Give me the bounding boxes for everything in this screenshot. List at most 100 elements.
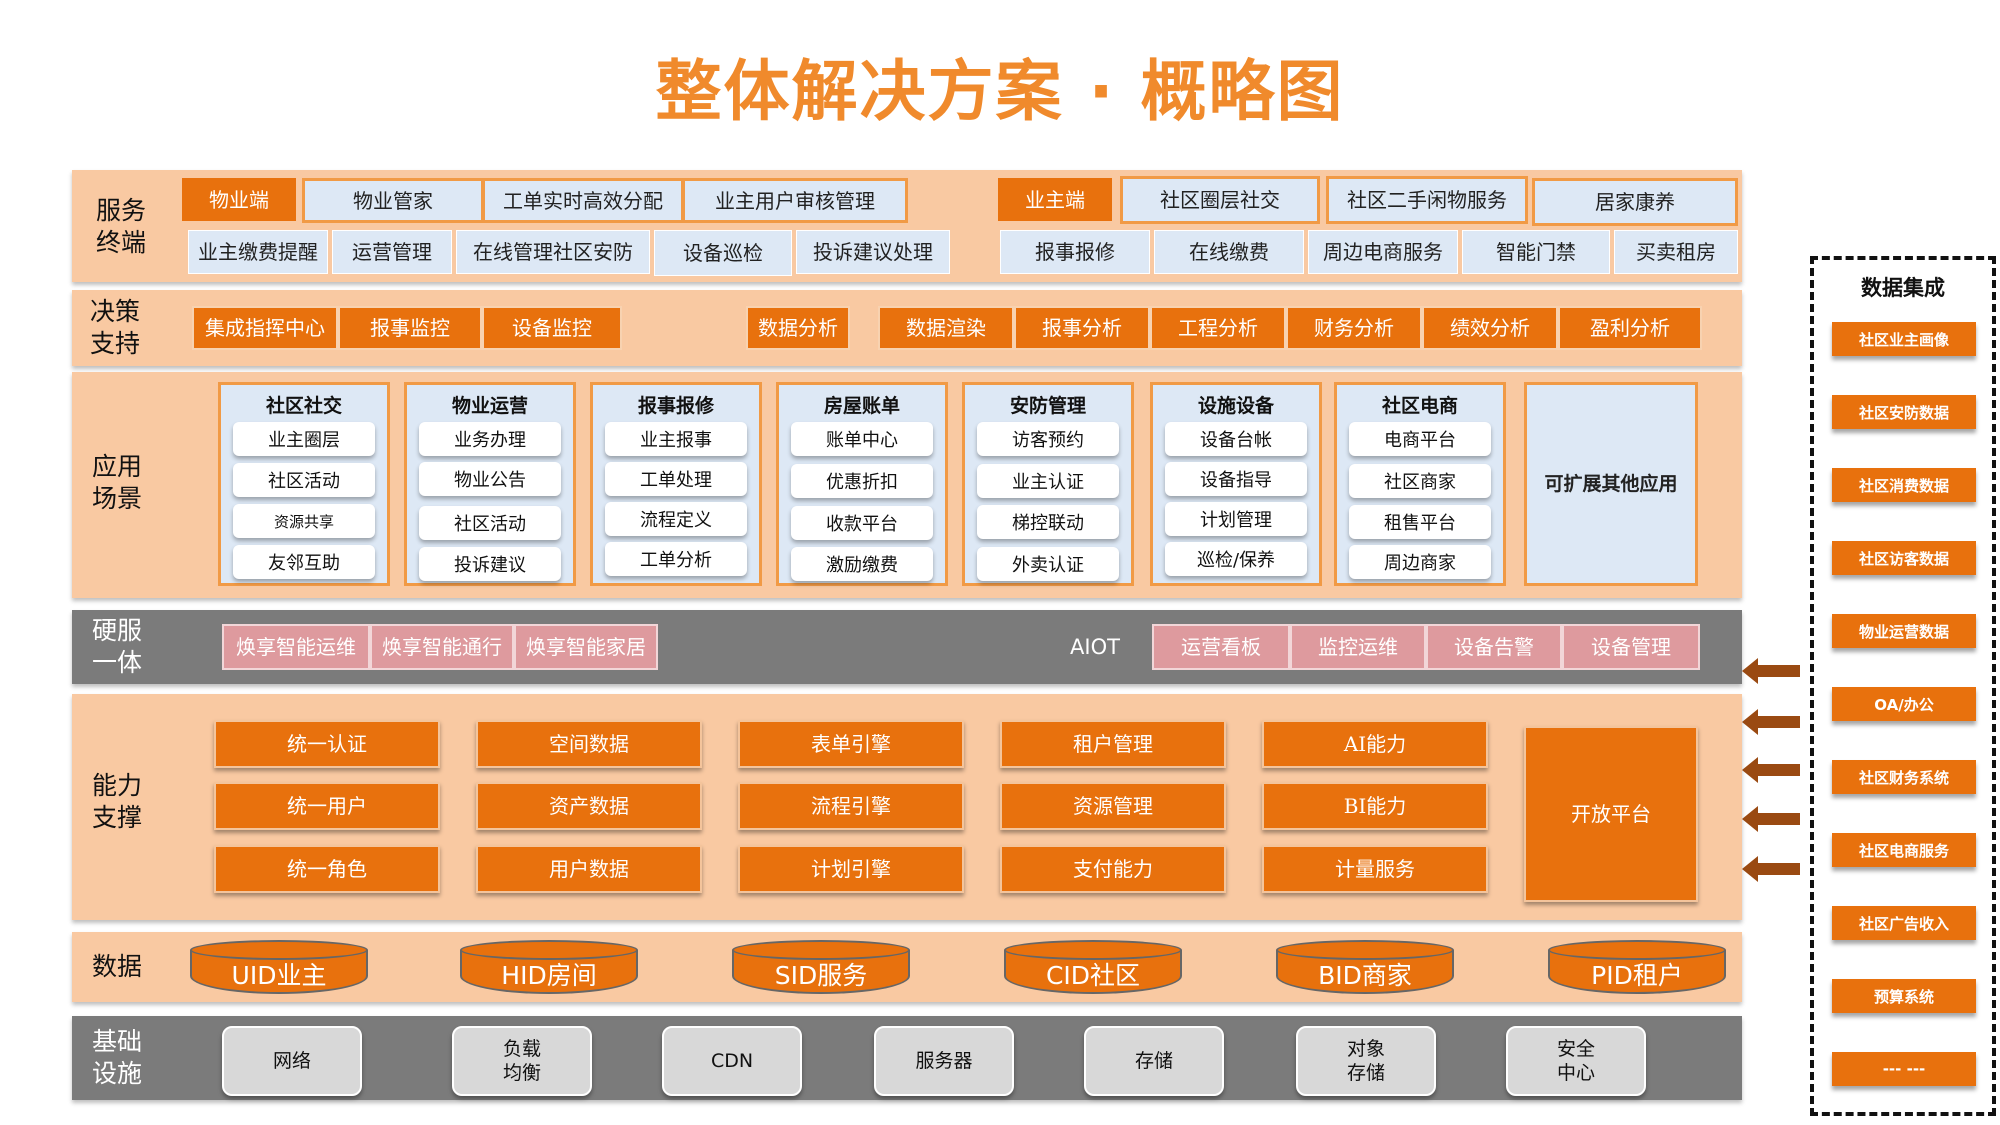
service-item: 物业管家 <box>302 178 484 223</box>
service-item: 居家康养 <box>1532 178 1738 226</box>
app-item: 设备台帐 <box>1165 422 1307 456</box>
decision-item: 报事分析 <box>1014 306 1150 350</box>
integration-item: 社区广告收入 <box>1832 906 1976 940</box>
layer-label: 能力 支撑 <box>92 771 143 832</box>
service-item: 社区圈层社交 <box>1120 176 1320 224</box>
service-item: 业主缴费提醒 <box>188 230 328 274</box>
layer-label: 决策 支持 <box>90 297 141 358</box>
capability-item: 统一用户 <box>214 782 440 830</box>
app-item: 工单处理 <box>605 462 747 496</box>
infra-item: 服务器 <box>874 1026 1014 1096</box>
integration-item: 社区访客数据 <box>1832 541 1976 575</box>
app-card: 报事报修 业主报事 工单处理 流程定义 工单分析 <box>590 382 762 586</box>
layer-label: 数据 <box>92 952 143 981</box>
arrow-left-icon <box>1742 856 1800 882</box>
integration-item: 预算系统 <box>1832 979 1976 1013</box>
app-item: 业主报事 <box>605 422 747 456</box>
capability-item: 资源管理 <box>1000 782 1226 830</box>
decision-item: 数据分析 <box>746 306 850 350</box>
app-item: 访客预约 <box>977 422 1119 456</box>
capability-item: AI能力 <box>1262 720 1488 768</box>
service-item: 买卖租房 <box>1614 230 1738 274</box>
app-item: 业务办理 <box>419 422 561 456</box>
service-item: 设备巡检 <box>654 230 792 276</box>
integration-title: 数据集成 <box>1861 276 1945 300</box>
decision-item: 数据渲染 <box>878 306 1014 350</box>
data-cylinder: SID服务 <box>732 940 910 996</box>
decision-item: 财务分析 <box>1286 306 1422 350</box>
open-platform: 开放平台 <box>1524 726 1698 902</box>
capability-item: 租户管理 <box>1000 720 1226 768</box>
app-card-title: 设施设备 <box>1197 395 1274 417</box>
capability-item: 资产数据 <box>476 782 702 830</box>
app-card: 房屋账单 账单中心 优惠折扣 收款平台 激励缴费 <box>776 382 948 586</box>
arrow-left-icon <box>1742 806 1800 832</box>
hardware-item: 焕享智能家居 <box>514 624 658 670</box>
decision-item: 盈利分析 <box>1558 306 1702 350</box>
app-item: 优惠折扣 <box>791 464 933 498</box>
app-card: 社区社交 业主圈层 社区活动 资源共享 友邻互助 <box>218 382 390 586</box>
service-item: 业主端 <box>998 178 1112 221</box>
app-card-title: 社区社交 <box>265 395 342 417</box>
capability-item: 用户数据 <box>476 845 702 893</box>
hardware-item: 运营看板 <box>1152 624 1290 670</box>
data-cylinder-top <box>460 940 638 960</box>
app-card-title: 社区电商 <box>1381 395 1458 417</box>
integration-item: 社区消费数据 <box>1832 468 1976 502</box>
integration-item: 物业运营数据 <box>1832 614 1976 648</box>
app-item: 租售平台 <box>1349 505 1491 539</box>
app-item: 账单中心 <box>791 422 933 456</box>
infra-item: 对象 存储 <box>1296 1026 1436 1096</box>
app-item: 外卖认证 <box>977 547 1119 581</box>
app-card: 设施设备 设备台帐 设备指导 计划管理 巡检/保养 <box>1150 382 1322 586</box>
app-item: 周边商家 <box>1349 545 1491 579</box>
service-item: 在线缴费 <box>1154 230 1304 274</box>
decision-item: 工程分析 <box>1150 306 1286 350</box>
integration-item: 社区财务系统 <box>1832 760 1976 794</box>
service-item: 智能门禁 <box>1462 230 1610 274</box>
app-item: 业主认证 <box>977 464 1119 498</box>
app-item: 工单分析 <box>605 542 747 576</box>
integration-item: 社区业主画像 <box>1832 322 1976 356</box>
infra-item: 负载 均衡 <box>452 1026 592 1096</box>
app-card: 社区电商 电商平台 社区商家 租售平台 周边商家 <box>1334 382 1506 586</box>
app-item: 物业公告 <box>419 462 561 496</box>
decision-item: 报事监控 <box>338 306 482 350</box>
app-card-title: 报事报修 <box>637 395 714 417</box>
data-cylinder-top <box>190 940 368 960</box>
arrow-left-icon <box>1742 757 1800 783</box>
data-cylinder: BID商家 <box>1276 940 1454 996</box>
layer-label: 应用 场景 <box>92 452 143 513</box>
infra-item: 存储 <box>1084 1026 1224 1096</box>
capability-item: 表单引擎 <box>738 720 964 768</box>
service-item: 在线管理社区安防 <box>456 230 650 274</box>
data-cylinder: PID租户 <box>1548 940 1726 996</box>
infra-item: 网络 <box>222 1026 362 1096</box>
service-item: 投诉建议处理 <box>796 230 950 274</box>
service-item: 周边电商服务 <box>1308 230 1458 274</box>
data-cylinder-top <box>1276 940 1454 960</box>
infra-item: CDN <box>662 1026 802 1096</box>
data-cylinder: UID业主 <box>190 940 368 996</box>
infra-item: 安全 中心 <box>1506 1026 1646 1096</box>
app-item: 资源共享 <box>233 504 375 538</box>
capability-item: 计划引擎 <box>738 845 964 893</box>
decision-item: 设备监控 <box>482 306 622 350</box>
integration-item: 社区电商服务 <box>1832 833 1976 867</box>
service-item: 业主用户审核管理 <box>682 178 908 223</box>
capability-item: 统一认证 <box>214 720 440 768</box>
capability-item: 计量服务 <box>1262 845 1488 893</box>
app-extensible: 可扩展其他应用 <box>1524 382 1698 586</box>
data-cylinder: HID房间 <box>460 940 638 996</box>
service-item: 工单实时高效分配 <box>482 178 684 223</box>
app-card: 物业运营 业务办理 物业公告 社区活动 投诉建议 <box>404 382 576 586</box>
app-item: 社区活动 <box>233 463 375 497</box>
capability-item: BI能力 <box>1262 782 1488 830</box>
app-item: 计划管理 <box>1165 502 1307 536</box>
app-card-title: 物业运营 <box>451 395 528 417</box>
hardware-item: 设备告警 <box>1426 624 1562 670</box>
page-title: 整体解决方案 · 概略图 <box>655 53 1345 130</box>
app-item: 梯控联动 <box>977 505 1119 539</box>
capability-item: 空间数据 <box>476 720 702 768</box>
integration-item: --- --- <box>1832 1052 1976 1086</box>
